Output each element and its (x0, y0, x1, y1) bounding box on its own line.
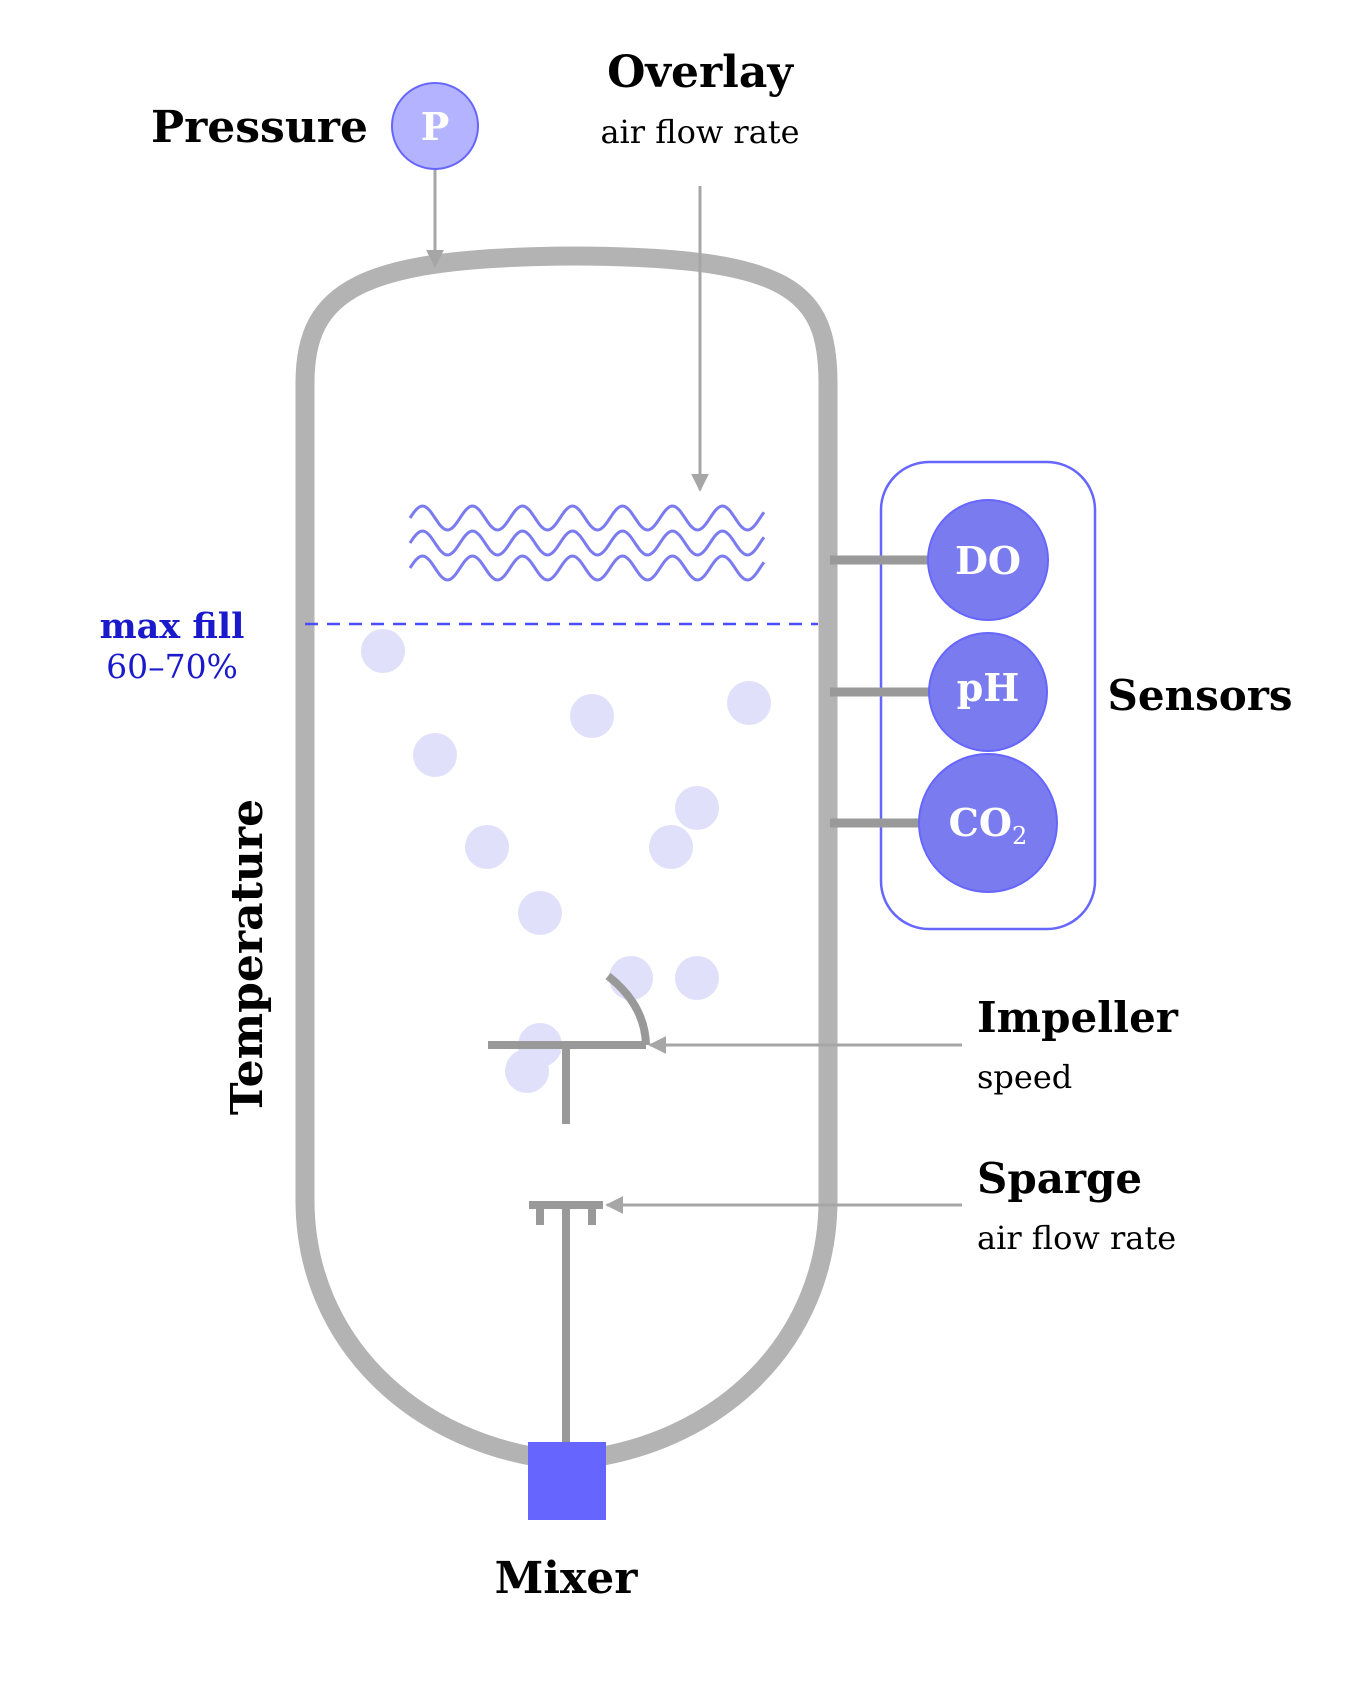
sparge-subtitle: air flow rate (977, 1219, 1176, 1257)
mixer-label: Mixer (495, 1553, 639, 1604)
overlay-wave (408, 529, 766, 557)
sparge-shape (529, 1201, 603, 1446)
sensor-co2-main: CO (949, 800, 1012, 845)
pressure-circle (391, 82, 479, 170)
pressure-symbol: P (421, 104, 450, 149)
overlay-wave (408, 504, 766, 532)
bubble (649, 825, 693, 869)
overlay-wave (408, 554, 766, 582)
bubble (675, 956, 719, 1000)
max-fill-title: max fill (100, 606, 245, 647)
sensor-ph (928, 632, 1048, 752)
impeller-title: Impeller (977, 993, 1179, 1042)
max-fill-value: 60–70% (106, 647, 238, 686)
bubble (675, 786, 719, 830)
vessel-outline (295, 246, 838, 1471)
sensor-ph-label: pH (957, 665, 1019, 710)
sensor-do (927, 499, 1049, 621)
temperature-label: Temperature (222, 799, 273, 1115)
impeller-shape (488, 972, 650, 1124)
sensor-co2-subscript: 2 (1012, 822, 1027, 850)
overlay-subtitle: air flow rate (600, 113, 799, 151)
bubbles (361, 629, 771, 1093)
overlay-title: Overlay (607, 47, 794, 98)
sensor-do-label: DO (955, 538, 1021, 583)
mixer-box (528, 1442, 606, 1520)
pressure-label: Pressure (151, 102, 368, 153)
impeller-subtitle: speed (977, 1058, 1072, 1096)
sensors-label: Sensors (1107, 671, 1292, 720)
bubble (727, 681, 771, 725)
bubble (413, 733, 457, 777)
bubble (570, 694, 614, 738)
bubble (505, 1049, 549, 1093)
sensor-co2 (918, 753, 1058, 893)
sensor-co2-label: CO2 (949, 800, 1028, 850)
overlay-waves (408, 504, 766, 582)
bubble (518, 891, 562, 935)
sparge-title: Sparge (977, 1154, 1142, 1203)
bubble (465, 825, 509, 869)
bubble (361, 629, 405, 673)
